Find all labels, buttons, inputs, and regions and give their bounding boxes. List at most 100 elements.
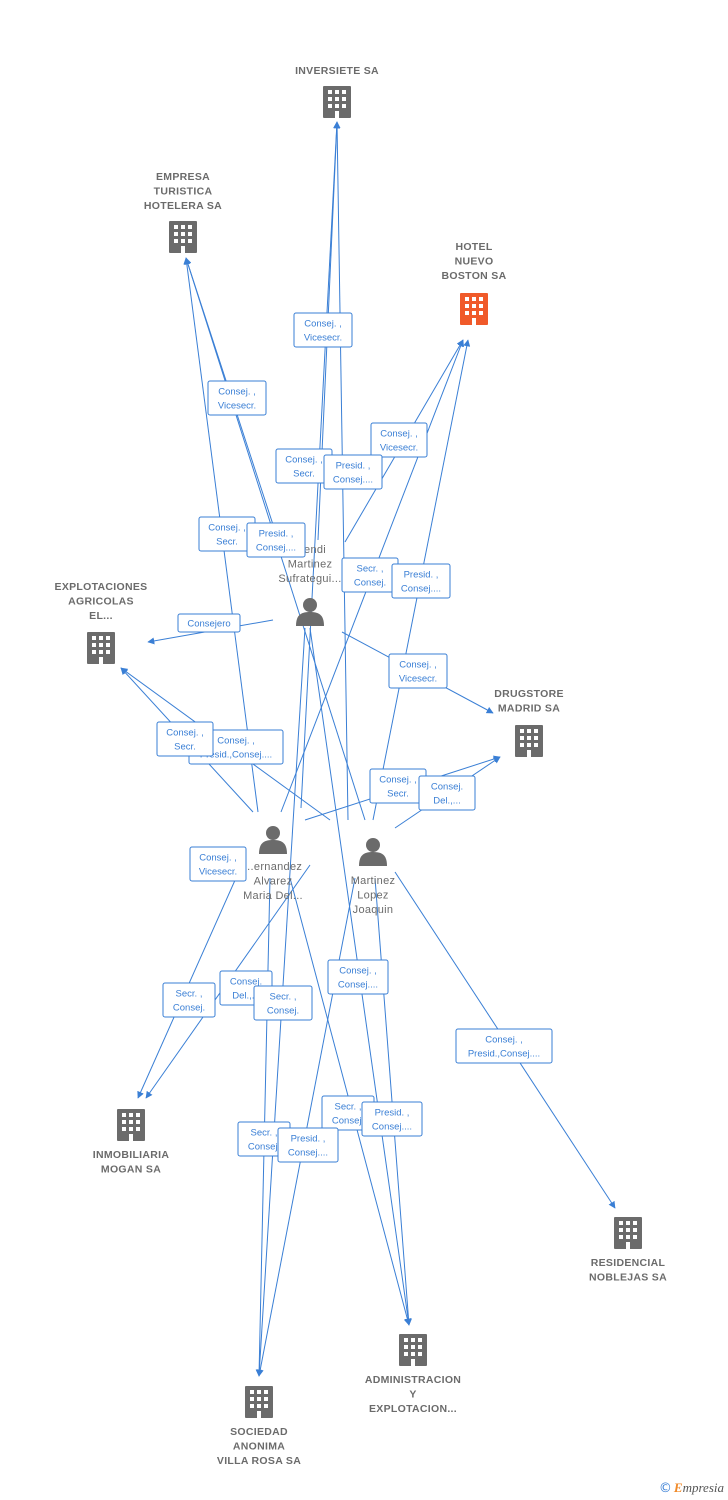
brand-logo[interactable]: Empresia bbox=[673, 1480, 724, 1495]
role-label-19[interactable]: Secr. ,Consej. bbox=[253, 985, 313, 1021]
building-icon[interactable] bbox=[245, 1386, 273, 1418]
role-label-1[interactable]: Consej. ,Vicesecr. bbox=[293, 312, 353, 348]
person-icon[interactable] bbox=[296, 598, 324, 626]
role-box bbox=[370, 422, 428, 458]
role-text: Consejero bbox=[187, 619, 230, 630]
role-labels: Consej. ,Vicesecr. Consej. ,Vicesecr. Cons… bbox=[156, 312, 553, 1163]
role-label-15[interactable]: Consej.Del.,... bbox=[418, 775, 476, 811]
role-text: Presid. ,Consej.... bbox=[401, 570, 441, 595]
role-text: Secr. ,Consej. bbox=[354, 564, 386, 589]
role-text: Presid. ,Consej.... bbox=[256, 529, 296, 554]
role-text: Consej. ,Vicesecr. bbox=[380, 429, 418, 454]
role-text: Consej. ,Presid.,Consej.... bbox=[468, 1035, 540, 1060]
role-text: Consej. ,Secr. bbox=[379, 775, 417, 800]
copyright-symbol: © bbox=[658, 1481, 672, 1496]
building-icon[interactable] bbox=[117, 1109, 145, 1141]
role-box bbox=[277, 1127, 339, 1163]
role-label-17[interactable]: Secr. ,Consej. bbox=[162, 982, 216, 1018]
role-box bbox=[327, 959, 389, 995]
role-box bbox=[361, 1101, 423, 1137]
role-box bbox=[293, 312, 353, 348]
role-text: Secr. ,Consej. bbox=[332, 1102, 364, 1127]
role-box bbox=[207, 380, 267, 416]
role-text: Consej. ,Vicesecr. bbox=[218, 387, 256, 412]
role-box bbox=[189, 846, 247, 882]
role-box bbox=[162, 982, 216, 1018]
role-text: Consej. ,Vicesecr. bbox=[199, 853, 237, 878]
role-text: Secr. ,Consej. bbox=[267, 992, 299, 1017]
role-text: Presid. ,Consej.... bbox=[372, 1108, 412, 1133]
role-text: Presid. ,Consej.... bbox=[333, 461, 373, 486]
role-text: Consej. ,Presid.,Consej.... bbox=[200, 736, 272, 761]
node-inversiete[interactable]: INVERSIETE SA bbox=[295, 65, 379, 118]
role-label-7[interactable]: Presid. ,Consej.... bbox=[246, 522, 306, 558]
role-label-9[interactable]: Presid. ,Consej.... bbox=[391, 563, 451, 599]
person-icon[interactable] bbox=[359, 838, 387, 866]
node-label: INVERSIETE SA bbox=[295, 65, 379, 77]
role-text: Consej. ,Secr. bbox=[166, 728, 204, 753]
role-text: Consej.Del.,... bbox=[431, 782, 463, 807]
role-label-20[interactable]: Consej. ,Consej.... bbox=[327, 959, 389, 995]
role-label-13[interactable]: Consej. ,Secr. bbox=[156, 721, 214, 757]
role-box bbox=[323, 454, 383, 490]
copyright: ©Empresia bbox=[659, 1480, 724, 1496]
role-box bbox=[455, 1028, 553, 1064]
role-label-25[interactable]: Presid. ,Consej.... bbox=[277, 1127, 339, 1163]
role-label-10[interactable]: Consejero bbox=[177, 613, 241, 633]
role-label-3[interactable]: Consej. ,Vicesecr. bbox=[370, 422, 428, 458]
role-box bbox=[253, 985, 313, 1021]
building-icon[interactable] bbox=[87, 632, 115, 664]
role-label-16[interactable]: Consej. ,Vicesecr. bbox=[189, 846, 247, 882]
role-text: Consej. ,Vicesecr. bbox=[304, 319, 342, 344]
role-text: Secr. ,Consej. bbox=[248, 1128, 280, 1153]
role-label-23[interactable]: Presid. ,Consej.... bbox=[361, 1101, 423, 1137]
role-label-14[interactable]: Consej. ,Secr. bbox=[369, 768, 427, 804]
role-text: Consej. ,Secr. bbox=[208, 523, 246, 548]
building-icon[interactable] bbox=[169, 221, 197, 253]
role-text: Consej. ,Vicesecr. bbox=[399, 660, 437, 685]
role-label-11[interactable]: Consej. ,Vicesecr. bbox=[388, 653, 448, 689]
building-icon[interactable] bbox=[399, 1334, 427, 1366]
role-text: Consej. ,Consej.... bbox=[338, 966, 378, 991]
role-box bbox=[177, 613, 241, 633]
role-text: Presid. ,Consej.... bbox=[288, 1134, 328, 1159]
role-label-8[interactable]: Secr. ,Consej. bbox=[341, 557, 399, 593]
building-icon[interactable] bbox=[323, 86, 351, 118]
role-text: Secr. ,Consej. bbox=[173, 989, 205, 1014]
building-icon[interactable] bbox=[614, 1217, 642, 1249]
role-label-24[interactable]: Secr. ,Consej. bbox=[237, 1121, 291, 1157]
role-box bbox=[156, 721, 214, 757]
role-label-5[interactable]: Presid. ,Consej.... bbox=[323, 454, 383, 490]
role-label-21[interactable]: Consej. ,Presid.,Consej.... bbox=[455, 1028, 553, 1064]
building-icon[interactable] bbox=[515, 725, 543, 757]
role-label-2[interactable]: Consej. ,Vicesecr. bbox=[207, 380, 267, 416]
building-icon[interactable] bbox=[460, 293, 488, 325]
role-box bbox=[388, 653, 448, 689]
role-text: Consej. ,Secr. bbox=[285, 455, 323, 480]
person-icon[interactable] bbox=[259, 826, 287, 854]
role-box bbox=[418, 775, 476, 811]
role-text: Consej.Del.,... bbox=[230, 977, 262, 1002]
